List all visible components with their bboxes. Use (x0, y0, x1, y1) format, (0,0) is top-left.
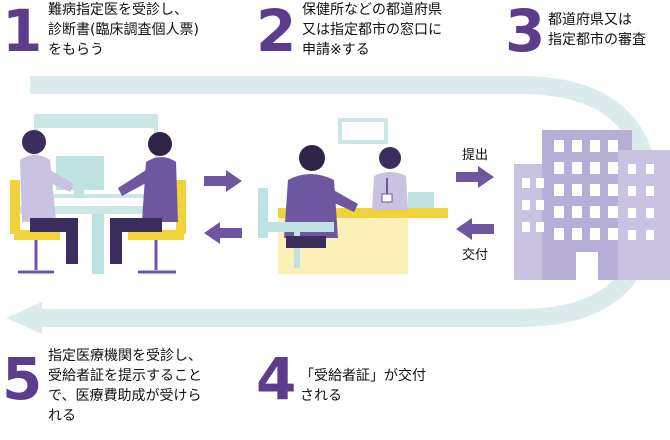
step-4-number: 4 (256, 345, 296, 413)
step-2-line: 又は指定都市の窓口に (302, 22, 442, 38)
submit-arrow-icon (456, 166, 494, 188)
step-3-text: 都道府県又は 指定都市の審査 (548, 10, 646, 50)
arrow-left-icon (204, 222, 242, 244)
step-1-line: をもらう (48, 42, 104, 58)
step-4-line: される (300, 388, 342, 404)
step-5-line: 受給者証を提示すること (48, 368, 202, 384)
issue-arrow-icon (456, 218, 494, 240)
step-1-number: 1 (2, 0, 42, 65)
step-5-line: れる (48, 408, 76, 424)
government-building-illustration (514, 130, 670, 280)
arrow-right-icon (204, 170, 242, 192)
step-1-line: 診断書(臨床調査個人票) (48, 22, 199, 38)
step-1-line: 難病指定医を受診し、 (48, 2, 188, 18)
step-2-line: 保健所などの都道府県 (302, 2, 442, 18)
step-4-text: 「受給者証」が交付 される (300, 366, 426, 406)
loop-arrowhead (6, 302, 42, 334)
step-1-text: 難病指定医を受診し、 診断書(臨床調査個人票) をもらう (48, 0, 199, 60)
step-4-line: 「受給者証」が交付 (300, 368, 426, 384)
step-5-number: 5 (2, 345, 42, 413)
step-3-line: 指定都市の審査 (548, 32, 646, 48)
doctor-consultation-illustration (10, 114, 186, 274)
step-3-number: 3 (505, 0, 545, 65)
office-counter-illustration (258, 118, 448, 274)
step-2-number: 2 (256, 0, 296, 65)
step-5-text: 指定医療機関を受診し、 受給者証を提示すること で、医療費助成が受けら れる (48, 346, 202, 426)
step-2-line: 申請※する (302, 42, 370, 58)
step-2-text: 保健所などの都道府県 又は指定都市の窓口に 申請※する (302, 0, 442, 60)
step-5-line: で、医療費助成が受けら (48, 388, 202, 404)
submit-label: 提出 (462, 148, 489, 163)
step-3-line: 都道府県又は (548, 12, 632, 28)
step-5-line: 指定医療機関を受診し、 (48, 348, 202, 364)
issue-label: 交付 (462, 248, 489, 263)
